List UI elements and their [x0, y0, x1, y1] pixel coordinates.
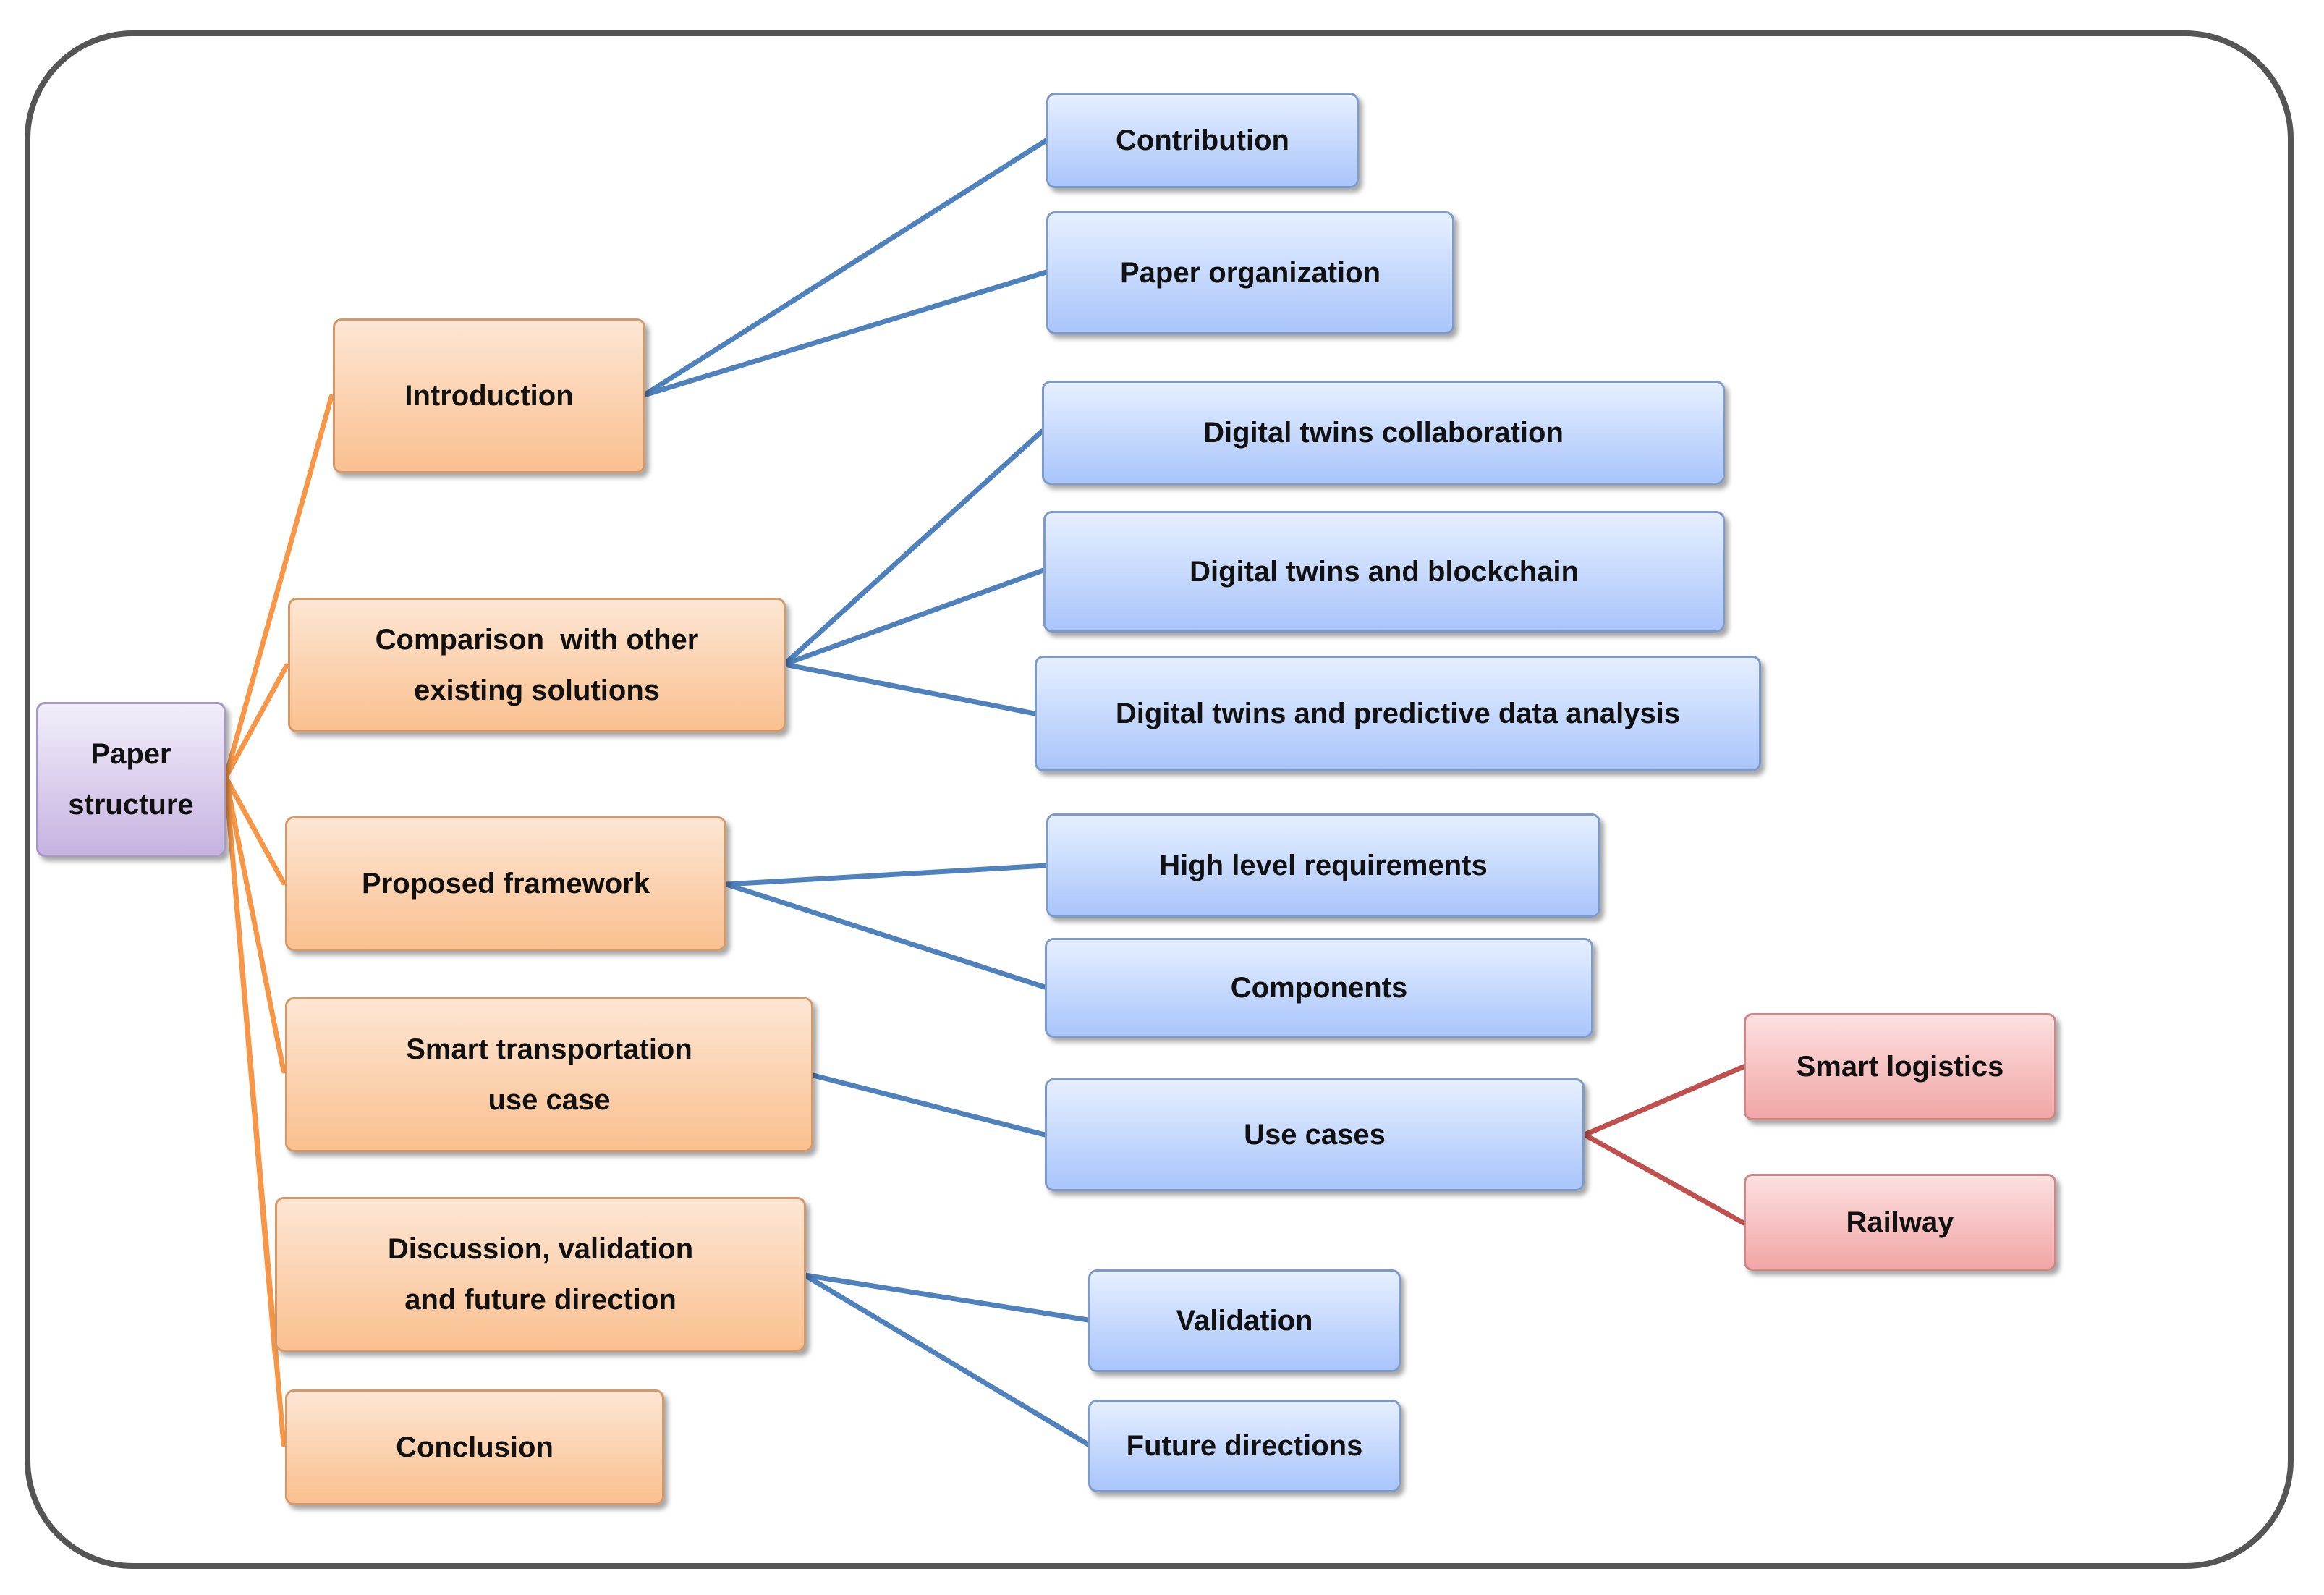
link-introduction-contribution: [641, 138, 1049, 398]
use-case-smart-logistics: Smart logistics: [1744, 1013, 2056, 1120]
subsection-organization-label: Paper organization: [1119, 257, 1381, 289]
diagram-frame: [25, 30, 2294, 1569]
section-smart-transportation: Smart transportation use case: [285, 997, 813, 1152]
subsection-contribution-label: Contribution: [1116, 124, 1289, 156]
link-root-transportation: [223, 774, 287, 1074]
use-case-railway-label: Railway: [1846, 1206, 1954, 1238]
section-proposed-framework: Proposed framework: [285, 816, 726, 951]
link-usecases-railway: [1582, 1132, 1747, 1226]
section-transportation-line1: Smart transportation: [406, 1033, 692, 1065]
subsection-paper-organization: Paper organization: [1046, 211, 1454, 334]
link-root-comparison: [223, 663, 289, 780]
link-transportation-usecases: [810, 1072, 1048, 1138]
subsection-use-cases: Use cases: [1045, 1078, 1585, 1191]
section-framework-label: Proposed framework: [362, 868, 650, 900]
subsection-requirements-label: High level requirements: [1159, 850, 1488, 881]
section-comparison-line2: existing solutions: [413, 674, 661, 706]
link-usecases-logistics: [1582, 1064, 1747, 1138]
link-comparison-predictive: [781, 661, 1038, 716]
subsection-future-directions: Future directions: [1088, 1400, 1401, 1492]
subsection-contribution: Contribution: [1046, 93, 1359, 188]
section-introduction-label: Introduction: [404, 380, 574, 412]
use-case-logistics-label: Smart logistics: [1796, 1051, 2004, 1083]
link-root-conclusion: [223, 774, 287, 1447]
subsection-collaboration-label: Digital twins collaboration: [1203, 417, 1564, 449]
section-transportation-line2: use case: [488, 1084, 611, 1116]
root-node-line1: Paper: [90, 738, 171, 770]
root-node-line2: structure: [68, 789, 194, 821]
section-conclusion: Conclusion: [285, 1389, 664, 1505]
link-framework-components: [724, 881, 1048, 990]
section-conclusion-label: Conclusion: [396, 1431, 554, 1463]
link-discussion-validation: [802, 1272, 1091, 1323]
section-discussion-line1: Discussion, validation: [387, 1233, 694, 1265]
link-comparison-blockchain: [781, 567, 1046, 667]
subsection-digital-twins-collaboration: Digital twins collaboration: [1042, 381, 1725, 485]
subsection-future-label: Future directions: [1126, 1430, 1363, 1462]
subsection-high-level-requirements: High level requirements: [1046, 813, 1600, 918]
section-discussion: Discussion, validation and future direct…: [275, 1197, 806, 1352]
link-introduction-organization: [641, 269, 1049, 398]
link-root-introduction: [223, 394, 334, 780]
link-comparison-collaboration: [781, 428, 1045, 667]
subsection-digital-twins-blockchain: Digital twins and blockchain: [1043, 511, 1725, 632]
subsection-components: Components: [1045, 938, 1593, 1038]
link-framework-requirements: [724, 863, 1049, 887]
use-case-railway: Railway: [1744, 1174, 2056, 1271]
section-discussion-line2: and future direction: [404, 1284, 677, 1316]
subsection-predictive-label: Digital twins and predictive data analys…: [1115, 698, 1681, 729]
link-root-framework: [223, 774, 287, 886]
subsection-use-cases-label: Use cases: [1244, 1119, 1386, 1151]
root-node-paper-structure: Paper structure: [36, 702, 226, 857]
subsection-digital-twins-predictive: Digital twins and predictive data analys…: [1035, 656, 1761, 771]
section-comparison: Comparison with other existing solutions: [288, 598, 786, 732]
subsection-validation-label: Validation: [1176, 1305, 1313, 1337]
subsection-validation: Validation: [1088, 1269, 1401, 1372]
section-comparison-line1: Comparison with other: [375, 624, 699, 656]
subsection-blockchain-label: Digital twins and blockchain: [1189, 556, 1579, 588]
subsection-components-label: Components: [1230, 972, 1408, 1004]
section-introduction: Introduction: [333, 318, 645, 473]
link-discussion-future: [802, 1272, 1091, 1447]
